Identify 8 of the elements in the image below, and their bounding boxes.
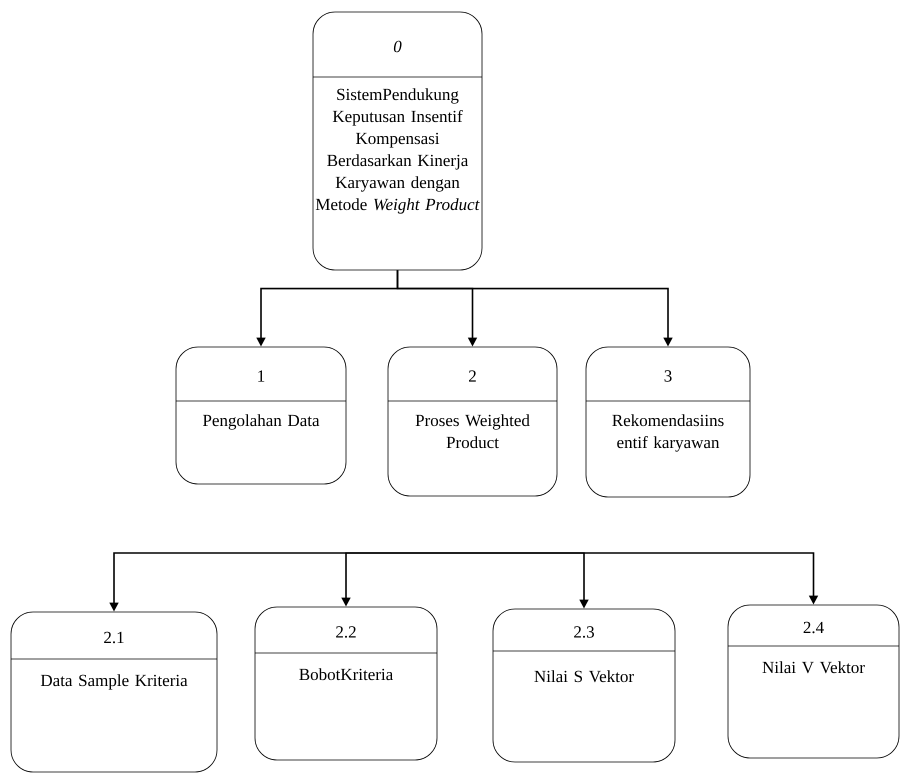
process-box: 0 SistemPendukung Keputusan Insentif Kompensasi Berdasarkan Kinerja Karyawan dengan Metode Weight Product bbox=[312, 12, 482, 270]
process-box: 2.1 Data Sample Kriteria bbox=[10, 612, 218, 772]
process-box: 1 Pengolahan Data bbox=[176, 346, 346, 484]
process-box: 2.2 BobotKriteria bbox=[254, 606, 438, 760]
process-box: 3 Rekomendasiins entif karyawan bbox=[586, 346, 750, 498]
process-box: 2.4 Nilai V Vektor bbox=[728, 604, 900, 758]
process-box: 2 Proses Weighted Product bbox=[388, 346, 558, 496]
process-box: 2.3 Nilai S Vektor bbox=[492, 608, 676, 762]
